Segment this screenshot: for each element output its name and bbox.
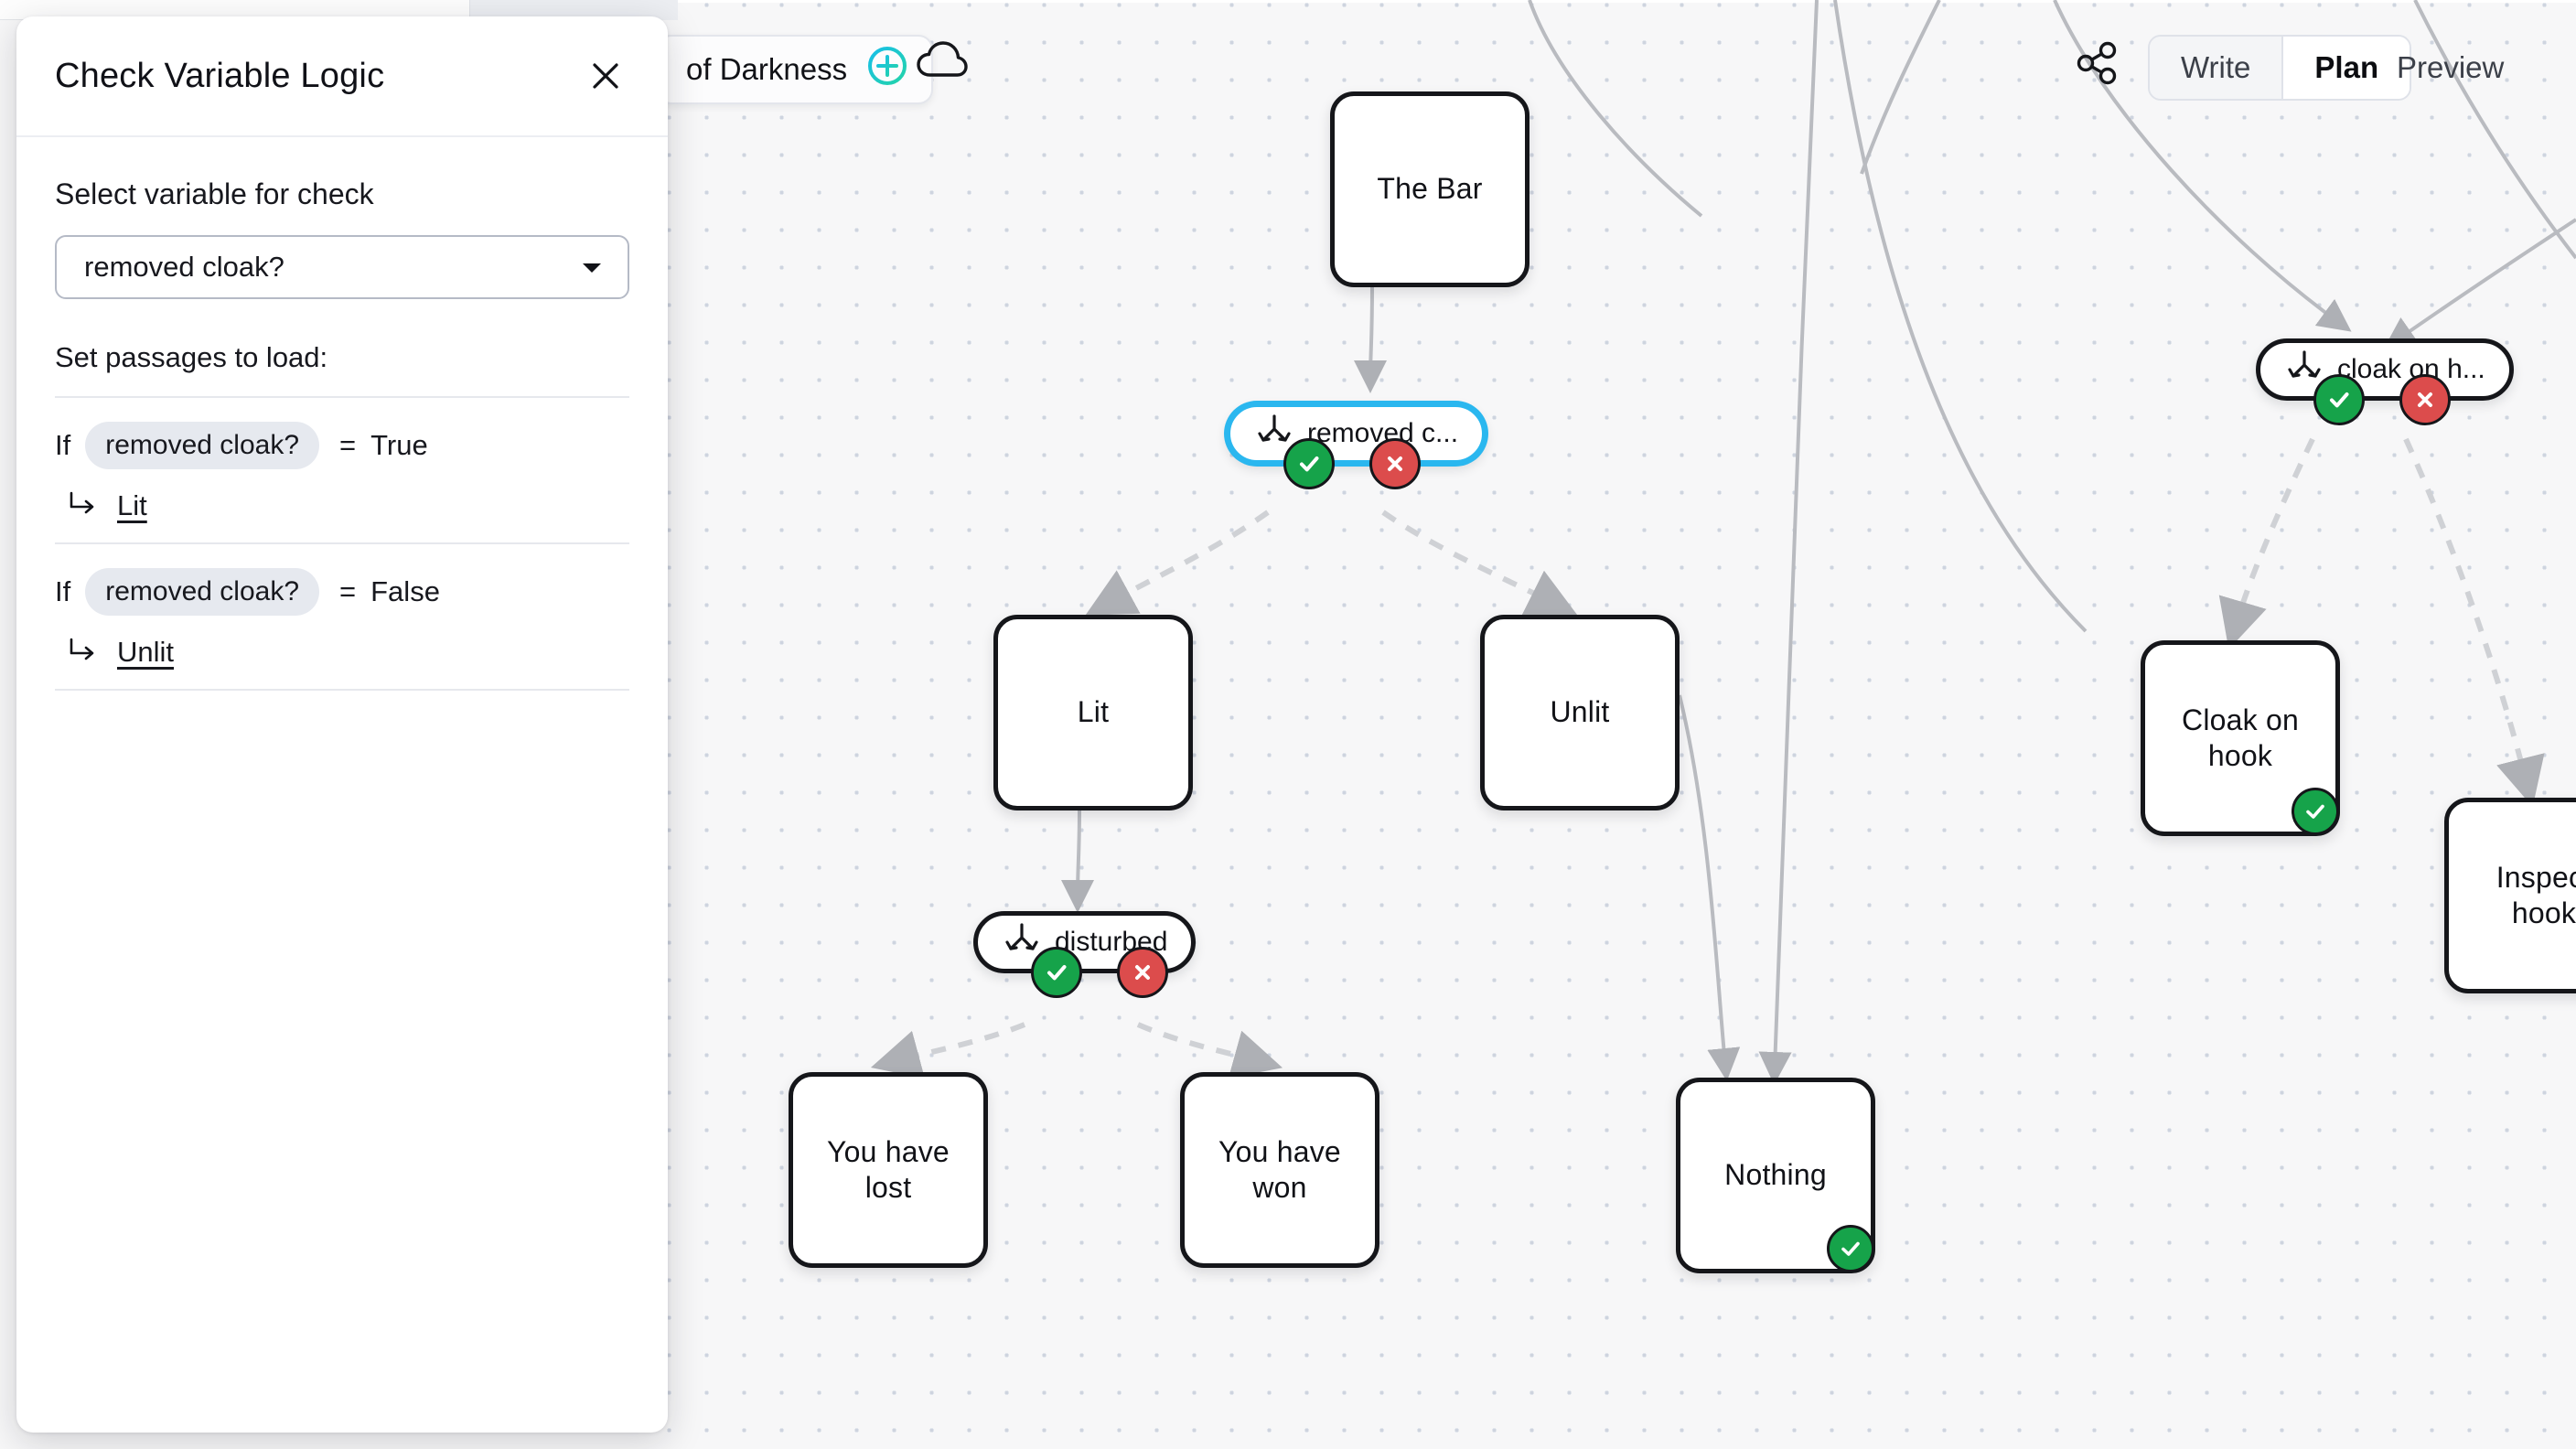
variable-select[interactable]: removed cloak? [55, 235, 629, 299]
check-icon[interactable] [2313, 374, 2365, 425]
passage-label: You have won [1218, 1134, 1341, 1204]
rule-value[interactable]: True [370, 429, 428, 461]
branch-arrow-icon [1002, 923, 1042, 961]
passage-label: Cloak on hook [2182, 703, 2299, 772]
rule-target-link[interactable]: Lit [117, 489, 147, 521]
condition-node-removed-cloak[interactable]: removed c... [1226, 402, 1487, 489]
check-icon [2292, 788, 2339, 835]
cloud-icon[interactable] [915, 38, 968, 89]
passage-node-unlit[interactable]: Unlit [1480, 615, 1680, 810]
browser-tab[interactable] [469, 0, 678, 20]
close-icon[interactable] [582, 52, 629, 100]
branch-arrow-icon [68, 637, 99, 669]
passage-node-you-have-lost[interactable]: You have lost [789, 1072, 988, 1268]
branch-arrow-icon [2284, 350, 2324, 389]
condition-node-disturbed[interactable]: disturbed [973, 911, 1197, 998]
passage-label: Nothing [1724, 1158, 1827, 1192]
passage-node-lit[interactable]: Lit [993, 615, 1193, 810]
passage-label: Unlit [1550, 695, 1610, 729]
canvas-top-strip [0, 0, 2576, 3]
story-title: of Darkness [686, 52, 848, 86]
cross-icon[interactable] [1117, 947, 1168, 998]
panel-header: Check Variable Logic [16, 16, 668, 137]
check-icon[interactable] [1031, 947, 1082, 998]
story-title-pill[interactable]: of Darkness [657, 35, 934, 104]
share-icon[interactable] [2075, 38, 2120, 92]
passage-label: Lit [1077, 695, 1110, 729]
plus-circle-icon[interactable] [867, 46, 907, 93]
passage-node-cloak-on-hook[interactable]: Cloak on hook [2141, 640, 2340, 836]
passage-node-you-have-won[interactable]: You have won [1180, 1072, 1379, 1268]
branch-arrow-icon [1254, 414, 1294, 453]
passage-label: You have lost [827, 1134, 950, 1204]
rule-variable-chip[interactable]: removed cloak? [85, 568, 320, 616]
panel-title: Check Variable Logic [55, 56, 385, 95]
rule-row: If removed cloak? = True Lit [55, 396, 629, 542]
rule-operator: = [339, 575, 357, 607]
rule-variable-chip[interactable]: removed cloak? [85, 422, 320, 469]
mode-segmented-control[interactable]: Write Plan [2148, 35, 2412, 101]
chevron-down-icon [580, 251, 604, 284]
cross-icon[interactable] [1369, 438, 1421, 489]
passage-node-the-bar[interactable]: The Bar [1330, 91, 1530, 287]
rule-if-label: If [55, 429, 71, 461]
passage-label: Inspect hook [2496, 860, 2576, 929]
rule-if-label: If [55, 575, 71, 607]
check-variable-logic-panel: Check Variable Logic Select variable for… [16, 16, 668, 1433]
variable-section-label: Select variable for check [55, 177, 374, 210]
rule-operator: = [339, 429, 357, 461]
passages-section-label: Set passages to load: [55, 341, 328, 373]
condition-node-cloak-on-hook[interactable]: cloak on h... [2256, 338, 2514, 425]
panel-body: Select variable for check removed cloak?… [16, 137, 668, 691]
passage-label: The Bar [1377, 172, 1483, 206]
variable-select-value: removed cloak? [84, 251, 284, 283]
rule-value[interactable]: False [370, 575, 440, 607]
branch-arrow-icon [68, 490, 99, 522]
rule-row: If removed cloak? = False Unlit [55, 542, 629, 689]
cross-icon[interactable] [2399, 374, 2451, 425]
tab-plan[interactable]: Plan [2281, 37, 2410, 99]
rules-list: If removed cloak? = True Lit [55, 396, 629, 691]
check-icon[interactable] [1283, 438, 1335, 489]
passage-node-nothing[interactable]: Nothing [1676, 1078, 1875, 1273]
tab-preview[interactable]: Preview [2397, 50, 2505, 84]
check-icon [1827, 1225, 1874, 1272]
rule-target-link[interactable]: Unlit [117, 636, 175, 668]
tab-write[interactable]: Write [2150, 37, 2282, 99]
passage-node-inspect-hook[interactable]: Inspect hook [2444, 798, 2576, 993]
